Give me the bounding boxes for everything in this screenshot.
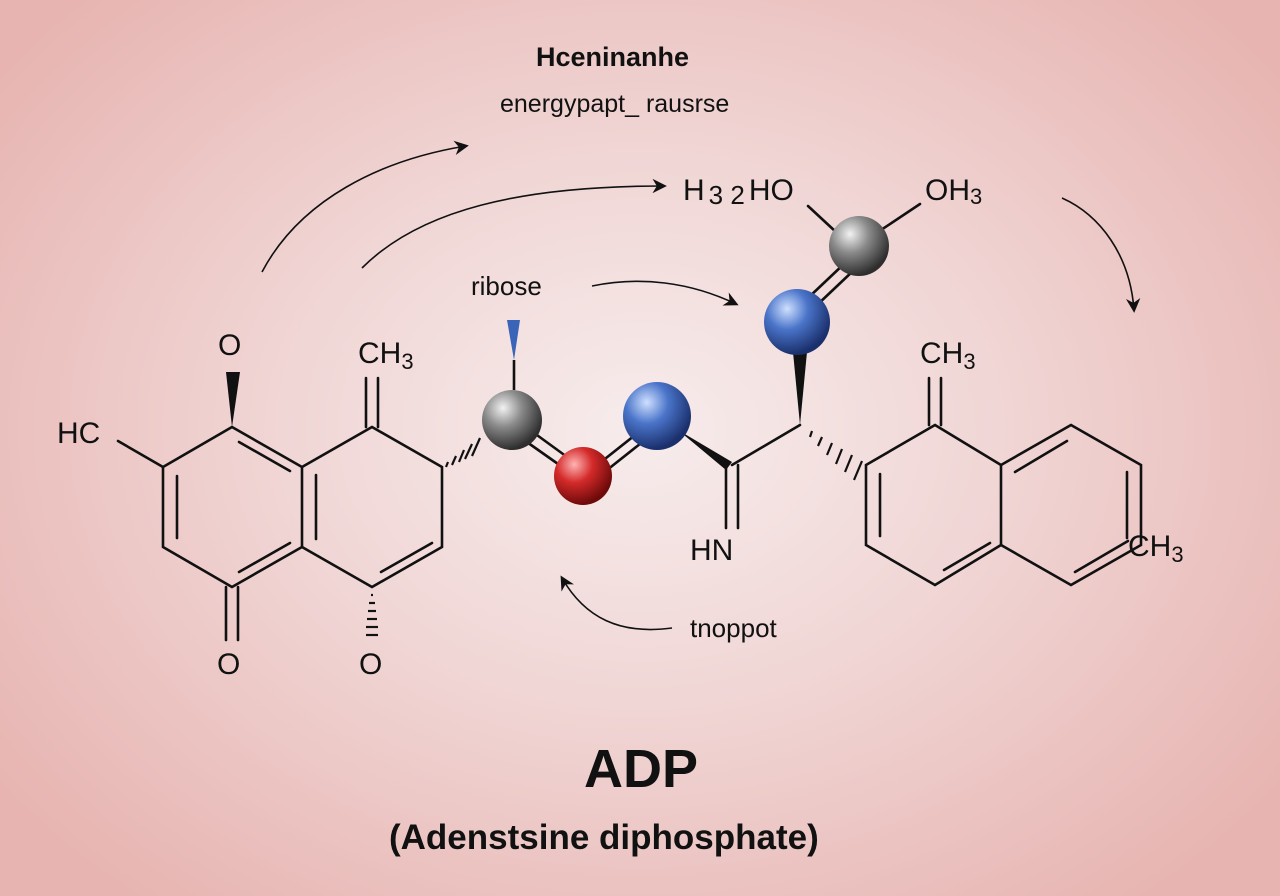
- reaction-arrows: [261, 140, 1141, 631]
- atom-h-text: H: [683, 174, 705, 207]
- arrow-tnoppot: [560, 575, 673, 631]
- nitrogen-sphere-center: [623, 382, 691, 450]
- tnoppot-label: tnoppot: [690, 613, 777, 643]
- subscript-32: 3 2: [708, 180, 745, 210]
- subscript: 3: [401, 349, 414, 374]
- atom-ch3-top-left-text: CH: [358, 337, 402, 370]
- oxygen-sphere: [554, 447, 612, 505]
- arrow-top-left: [261, 140, 469, 273]
- wedge-bond-n: [678, 430, 732, 470]
- arrow-right: [1061, 197, 1141, 313]
- arrow-ribose: [591, 280, 739, 306]
- blue-wedge: [507, 320, 520, 360]
- carbon-sphere-left: [482, 390, 542, 450]
- left-ring-system: [116, 376, 444, 642]
- atom-ch3-right-text: CH: [920, 337, 964, 370]
- subscript: 3: [1171, 542, 1184, 567]
- subscript: 3: [970, 184, 983, 209]
- wedge-bond-up: [793, 352, 807, 425]
- atom-ch3-right: CH3: [920, 337, 976, 373]
- atom-ch3-far-right-text: CH: [1128, 530, 1172, 563]
- atom-ch3-top-left: CH3: [358, 337, 414, 373]
- molecule-full-name: (Adenstsine diphosphate): [389, 818, 819, 857]
- hashed-bond-right: [808, 430, 864, 481]
- atom-hn: HN: [690, 534, 734, 567]
- hashed-bond-o: [366, 593, 378, 637]
- atom-o-bottom-mid: O: [359, 648, 383, 681]
- atom-o-bottom-left: O: [217, 648, 241, 681]
- central-chain: [522, 202, 922, 530]
- atom-oh3: OH3: [925, 174, 983, 209]
- right-ring-system: [864, 376, 1143, 587]
- atom-oh-text: OH: [925, 174, 970, 207]
- diagram-subtitle: energypapt_ rausrse: [500, 90, 730, 118]
- arrow-top-middle: [361, 178, 667, 269]
- hashed-bond-gray: [444, 437, 482, 468]
- nitrogen-sphere-top: [764, 289, 830, 355]
- carbon-sphere-top: [829, 216, 889, 276]
- atom-ch3-far-right: CH3: [1128, 530, 1184, 566]
- diagram-title: Hceninanhe: [536, 42, 690, 72]
- atom-hc-left: HC: [57, 417, 101, 450]
- ribose-label: ribose: [471, 271, 542, 301]
- molecule-name: ADP: [584, 739, 699, 799]
- wedge-bond-o: [226, 372, 240, 427]
- subscript: 3: [963, 349, 976, 374]
- atom-o-top-left: O: [218, 329, 242, 362]
- atom-ho-text: HO: [748, 174, 794, 207]
